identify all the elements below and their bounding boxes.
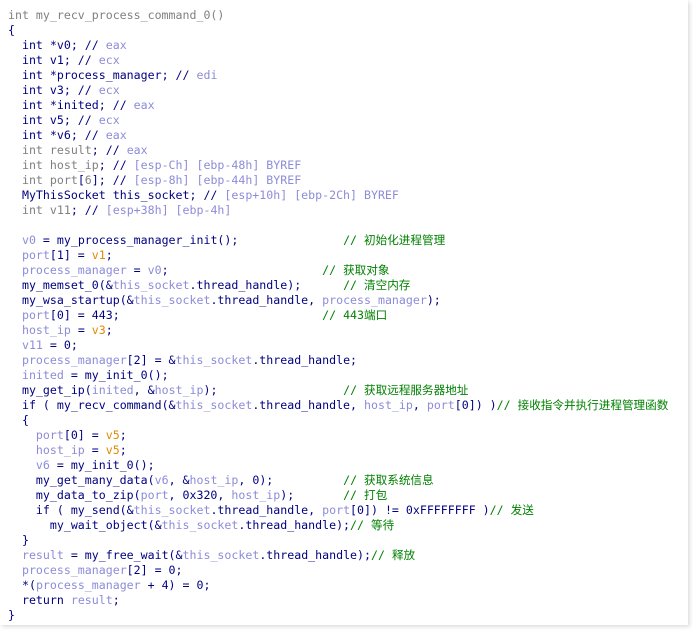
stmt-v6-init: v6 = my_init_0(); [35, 458, 155, 472]
stmt-return: return result; [21, 593, 120, 607]
stmt-process-manager-2: process_manager[2] = &this_socket.thread… [21, 353, 358, 367]
stmt-port0-v5: port[0] = v5; [35, 428, 127, 442]
decl-port: int port[6]; // [esp-8h] [ebp-44h] BYREF [21, 173, 302, 187]
decl-v5: int v5; // ecx [21, 113, 120, 127]
stmt-wsa-startup: my_wsa_startup(&this_socket.thread_handl… [21, 293, 441, 307]
decl-host-ip: int host_ip; // [esp-Ch] [ebp-48h] BYREF [21, 158, 302, 172]
decl-this-socket: MyThisSocket this_socket; // [esp+10h] [… [21, 188, 399, 202]
stmt-get-many-data: my_get_many_data(v6, &host_ip, 0); // 获取… [35, 473, 434, 487]
stmt-wait-object: my_wait_object(&this_socket.thread_handl… [49, 518, 395, 532]
decl-v6: int *v6; // eax [21, 128, 127, 142]
open-brace: { [8, 23, 15, 37]
stmt-process-manager-assign: process_manager = v0; // 获取对象 [21, 263, 390, 277]
decl-v1: int v1; // ecx [21, 53, 120, 67]
if-close-brace: } [8, 533, 29, 547]
close-brace: } [8, 608, 15, 622]
stmt-process-manager-2-zero: process_manager[2] = 0; [21, 563, 183, 577]
stmt-memset: my_memset_0(&this_socket.thread_handle);… [21, 278, 411, 292]
decl-v3: int v3; // ecx [21, 83, 120, 97]
decl-process-manager: int *process_manager; // edi [21, 68, 218, 82]
stmt-inited: inited = my_init_0(); [21, 368, 169, 382]
blank-line [8, 218, 668, 233]
decl-result: int result; // eax [21, 143, 148, 157]
stmt-data-to-zip: my_data_to_zip(port, 0x320, host_ip); //… [35, 488, 388, 502]
decl-v0: int *v0; // eax [21, 38, 127, 52]
stmt-host-ip-v3: host_ip = v3; [21, 323, 113, 337]
stmt-port0-443: port[0] = 443; // 443端口 [21, 308, 388, 322]
decl-v11: int v11; // [esp+38h] [ebp-4h] [21, 203, 232, 217]
stmt-process-manager-init: v0 = my_process_manager_init(); // 初始化进程… [21, 233, 446, 247]
stmt-process-manager-4-zero: *(process_manager + 4) = 0; [21, 578, 211, 592]
if-open-brace: { [8, 413, 29, 427]
stmt-if-send: if ( my_send(&this_socket.thread_handle,… [35, 503, 534, 517]
stmt-port1: port[1] = v1; [21, 248, 113, 262]
stmt-v11-zero: v11 = 0; [21, 338, 78, 352]
decl-inited: int *inited; // eax [21, 98, 155, 112]
pseudocode-panel: int my_recv_process_command_0(){ int *v0… [8, 8, 669, 623]
stmt-free-wait: result = my_free_wait(&this_socket.threa… [21, 548, 416, 562]
pseudocode-view[interactable]: int my_recv_process_command_0(){ int *v0… [8, 8, 668, 623]
function-signature: int my_recv_process_command_0() [8, 8, 225, 22]
stmt-if-recv-command: if ( my_recv_command(&this_socket.thread… [21, 398, 669, 412]
stmt-host-ip-v5: host_ip = v5; [35, 443, 127, 457]
stmt-get-ip: my_get_ip(inited, &host_ip); // 获取远程服务器地… [21, 383, 469, 397]
